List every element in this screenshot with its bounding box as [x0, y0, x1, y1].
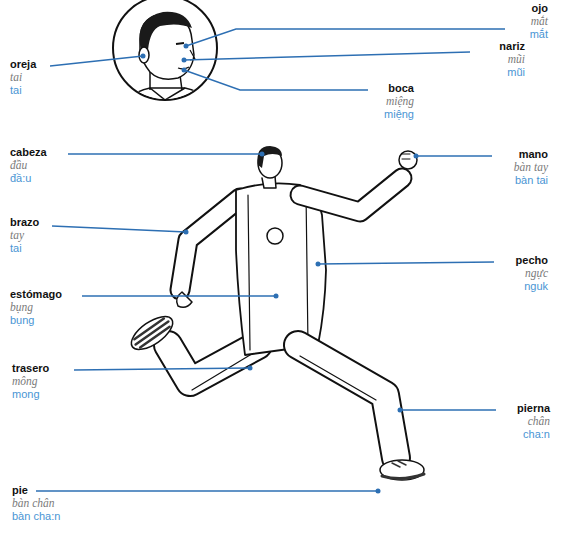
leader-line — [52, 226, 186, 232]
pronunciation: tai — [10, 242, 22, 255]
pronunciation: mũi — [507, 66, 525, 79]
part-name: boca — [388, 82, 414, 95]
head-inset — [113, 0, 217, 110]
vietnamese-word: mông — [12, 375, 38, 388]
part-name: nariz — [499, 40, 525, 53]
pronunciation: bàn cha:n — [12, 510, 60, 523]
runner-figure — [126, 146, 424, 480]
pronunciation: mắt — [530, 28, 548, 41]
vietnamese-word: mũi — [508, 53, 525, 66]
vietnamese-word: mắt — [531, 15, 548, 28]
part-name: pecho — [516, 254, 548, 267]
vietnamese-word: ngực — [525, 267, 548, 280]
pronunciation: mong — [12, 388, 40, 401]
vietnamese-word: đầu — [10, 159, 27, 172]
pronunciation: tai — [10, 84, 22, 97]
leader-line — [50, 56, 143, 66]
vietnamese-word: bàn chân — [12, 497, 54, 510]
part-name: pie — [12, 484, 28, 497]
part-name: ojo — [532, 2, 549, 15]
vietnamese-word: miệng — [386, 95, 414, 108]
vietnamese-word: tai — [10, 71, 22, 84]
leader-line — [318, 262, 494, 264]
pronunciation: bàn tai — [515, 174, 548, 187]
leader-line — [400, 409, 496, 410]
part-name: estómago — [10, 288, 62, 301]
pronunciation: bụng — [10, 314, 34, 327]
vietnamese-word: tay — [10, 229, 24, 242]
leader-line — [184, 52, 470, 60]
leader-line — [74, 368, 250, 370]
pronunciation: miệng — [384, 108, 414, 121]
leader-line — [68, 153, 262, 154]
vietnamese-word: bụng — [10, 301, 33, 314]
vietnamese-word: bàn tay — [514, 161, 548, 174]
leader-line — [82, 295, 276, 296]
vietnamese-word: chân — [528, 415, 550, 428]
leader-line — [36, 490, 378, 491]
leader-dots — [141, 44, 419, 494]
part-name: mano — [519, 148, 548, 161]
pronunciation: đầ:u — [10, 172, 31, 185]
leader-line — [416, 155, 492, 156]
part-name: brazo — [10, 216, 39, 229]
leader-line — [186, 29, 505, 46]
part-name: oreja — [10, 58, 36, 71]
part-name: trasero — [12, 362, 49, 375]
leader-line — [184, 70, 368, 90]
part-name: pierna — [517, 402, 550, 415]
part-name: cabeza — [10, 146, 47, 159]
pronunciation: cha:n — [523, 428, 550, 441]
pronunciation: nguk — [524, 280, 548, 293]
leader-lines — [36, 29, 505, 491]
